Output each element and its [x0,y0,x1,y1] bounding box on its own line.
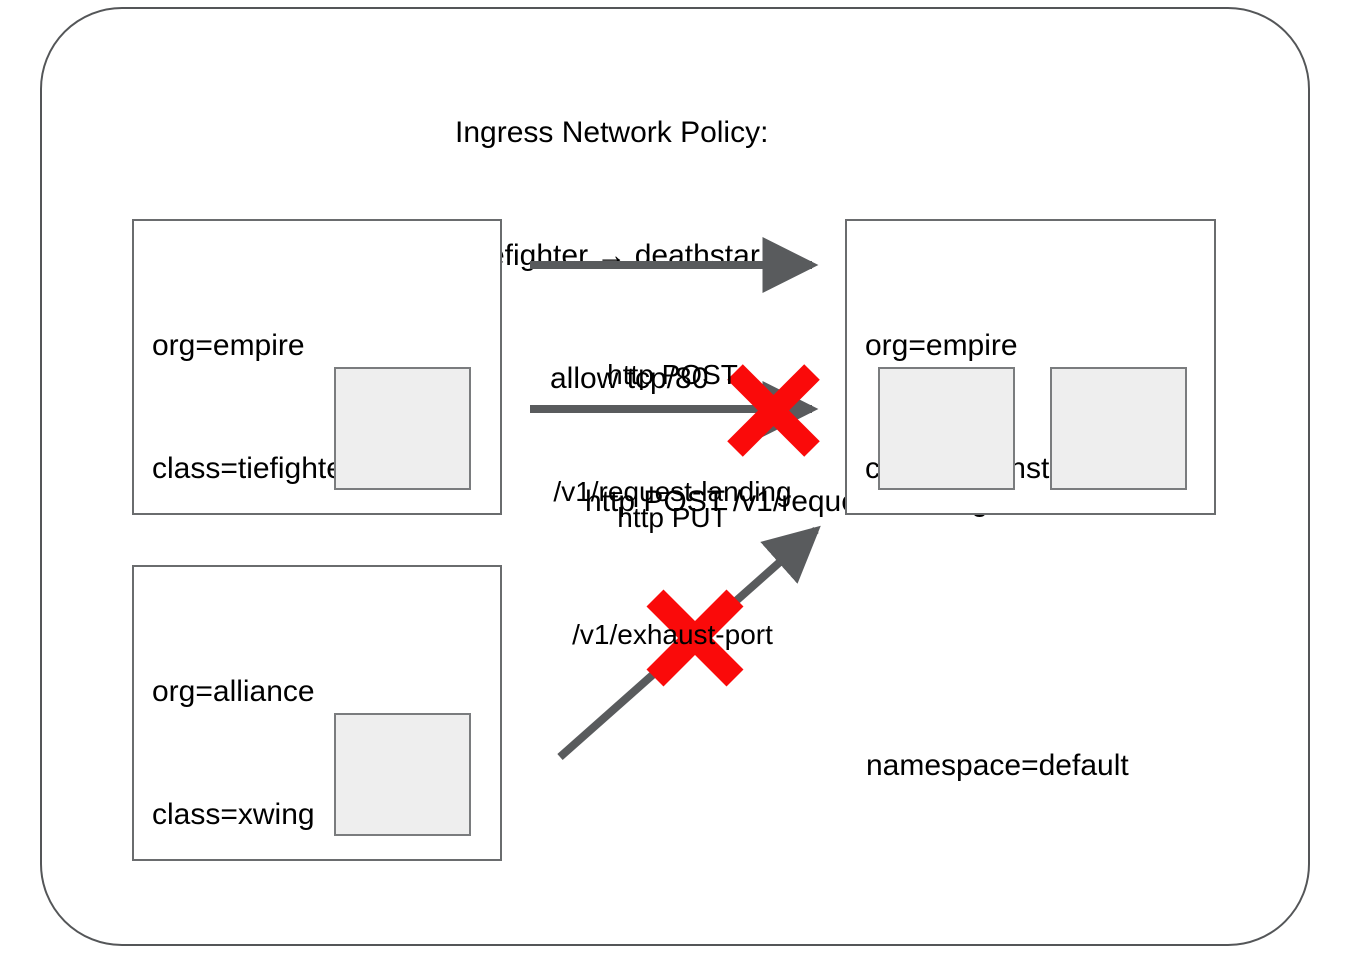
endpoint-org-label-deathstar: org=empire [865,329,1018,362]
edge-label-path-allowed: /v1/request-landing [553,476,792,507]
endpoint-org-label-xwing: org=alliance [152,675,315,708]
endpoint-box-tiefighter: org=empire class=tiefighter [132,219,502,515]
endpoint-box-xwing: org=alliance class=xwing [132,565,502,861]
policy-title-line-1: Ingress Network Policy: [455,116,769,149]
pod-icon [334,367,471,490]
edge-label-method-denied: http PUT [617,502,728,533]
endpoint-labels-xwing: org=alliance class=xwing [152,589,315,917]
namespace-caption: namespace=default [866,749,1129,782]
pod-icon [1050,367,1187,490]
endpoint-labels-tiefighter: org=empire class=tiefighter [152,243,353,571]
endpoint-org-label-tiefighter: org=empire [152,329,305,362]
endpoint-class-label-tiefighter: class=tiefighter [152,452,353,485]
edge-label-method-allowed: http POST [607,359,738,390]
pod-icon [878,367,1015,490]
edge-label-allowed-post: http POST /v1/request-landing [500,277,845,589]
policy-title-line-3: allow tcp/80 [550,362,709,395]
endpoint-box-deathstar: org=empire class=deathstar [845,219,1216,515]
namespace-boundary [40,7,1310,946]
pod-icon [334,713,471,836]
endpoint-class-label-xwing: class=xwing [152,798,315,831]
edge-label-denied-put: http PUT /v1/exhaust-port [500,420,845,732]
edge-label-path-denied: /v1/exhaust-port [572,619,773,650]
